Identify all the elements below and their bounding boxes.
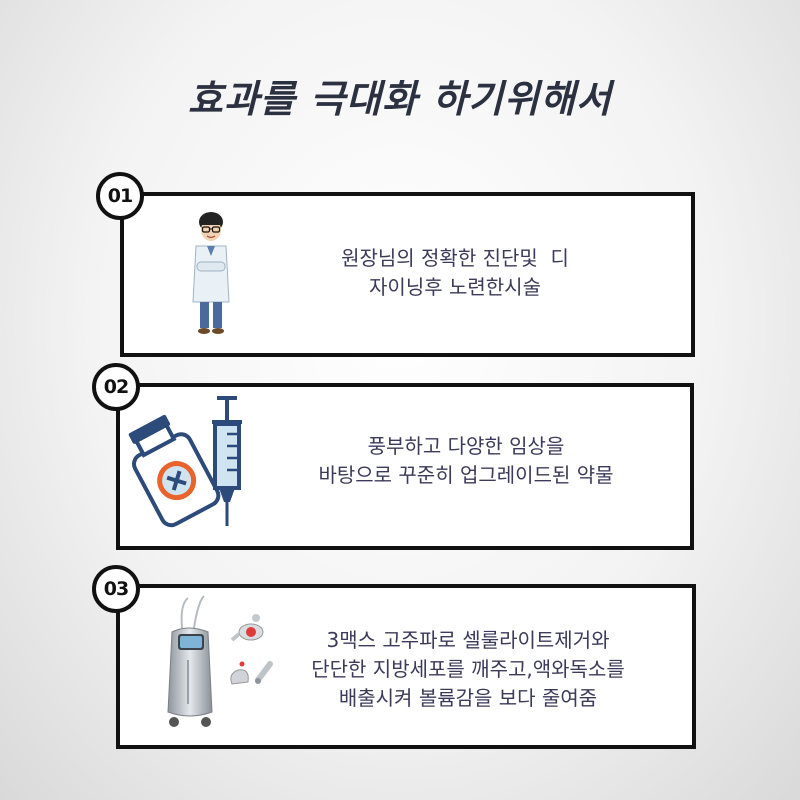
item-number-badge-3: 03 [92, 565, 140, 613]
item-text-line: 배출시켜 볼륨감을 보다 줄여줌 [338, 686, 598, 710]
item-text-3: 3맥스 고주파로 셀룰라이트제거와 단단한 지방세포를 깨주고,액와독소를 배출… [248, 626, 688, 713]
item-text-1: 원장님의 정확한 진단및 디 자이닝후 노련한시술 [230, 244, 680, 302]
item-text-line: 3맥스 고주파로 셀룰라이트제거와 [326, 628, 610, 652]
item-card-2 [116, 383, 694, 550]
rf-machine-icon [167, 595, 273, 727]
item-text-line: 바탕으로 꾸준히 업그레이드된 약물 [318, 463, 614, 487]
item-number-badge-1: 01 [96, 172, 144, 220]
item-text-line: 풍부하고 다양한 임상을 [367, 434, 565, 458]
item-text-2: 풍부하고 다양한 임상을 바탕으로 꾸준히 업그레이드된 약물 [256, 432, 676, 490]
medicine-syringe-icon [128, 396, 242, 528]
item-card-3 [116, 584, 696, 749]
page-title: 효과를 극대화 하기위해서 [187, 77, 613, 121]
item-number-badge-2: 02 [92, 363, 140, 411]
doctor-icon [192, 212, 230, 334]
item-text-line: 단단한 지방세포를 깨주고,액와독소를 [311, 657, 625, 681]
item-text-line: 원장님의 정확한 진단및 디 [341, 246, 569, 270]
item-text-line: 자이닝후 노련한시술 [369, 275, 541, 299]
